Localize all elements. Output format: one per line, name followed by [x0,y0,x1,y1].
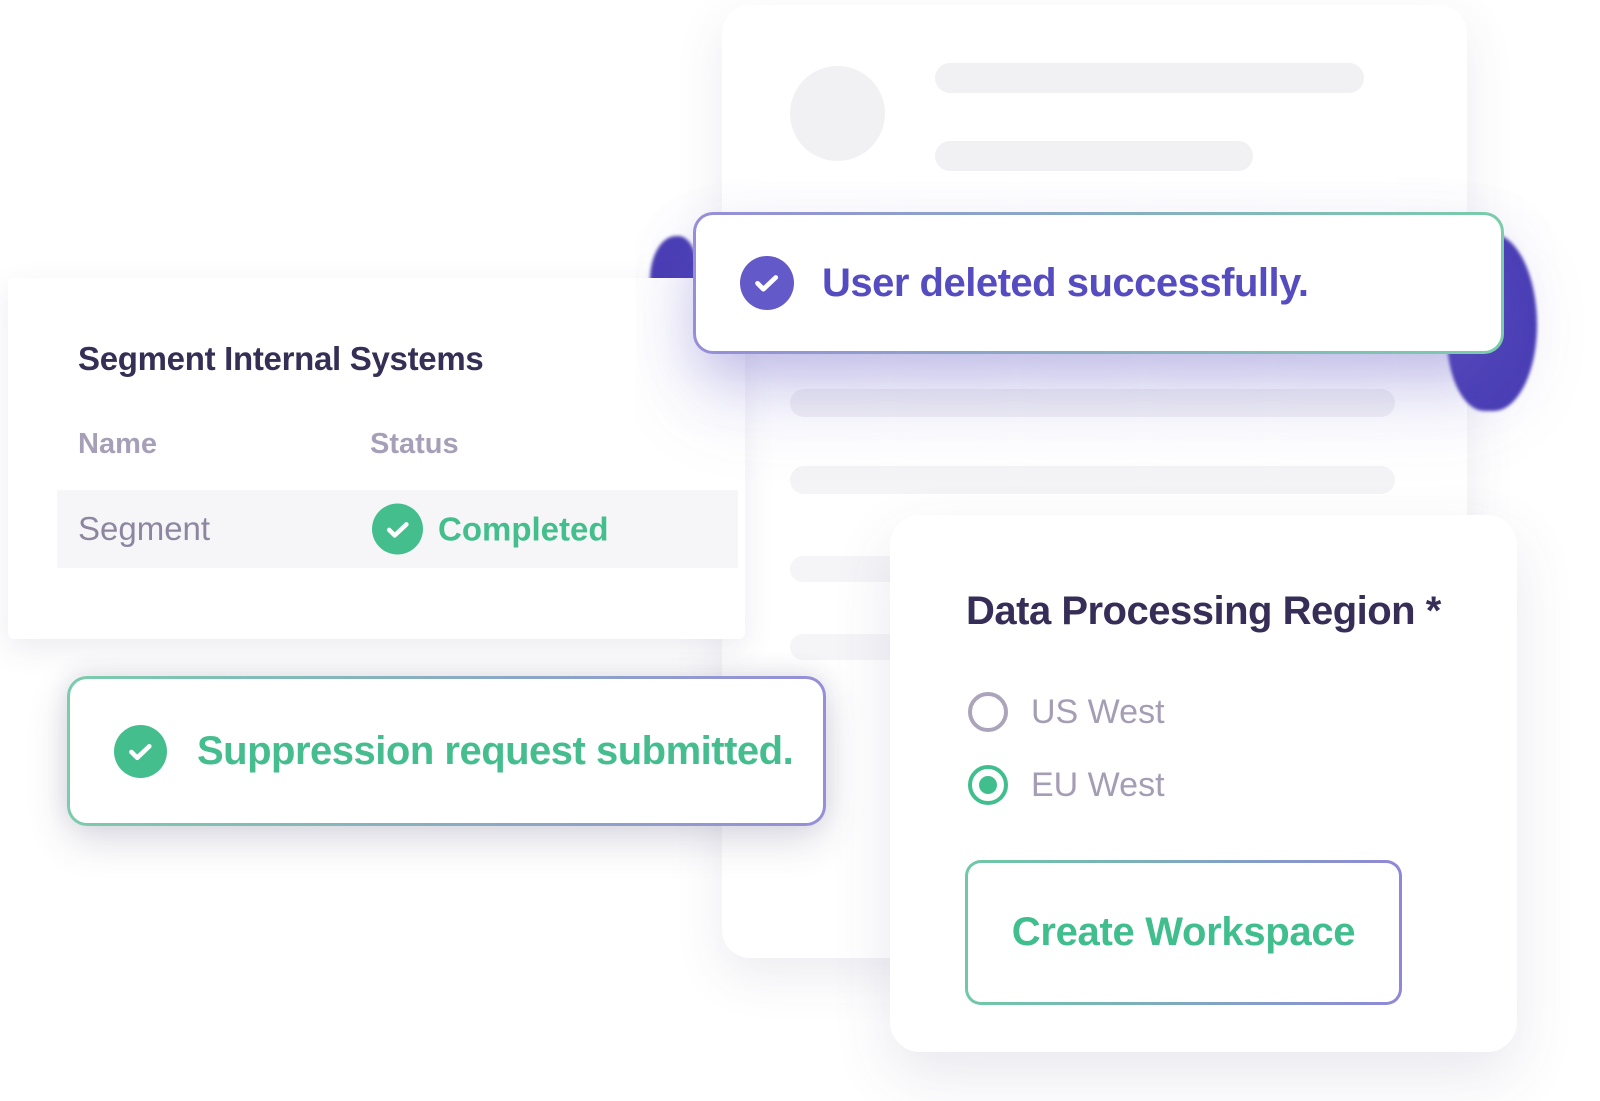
skeleton-bar [935,63,1364,93]
radio-unselected-icon[interactable] [968,692,1008,732]
card-title: Segment Internal Systems [78,340,484,377]
column-header-name: Name [78,428,157,460]
avatar [790,66,885,161]
check-icon [114,724,167,778]
status-label: Completed [438,510,609,547]
form-title: Data Processing Region * [966,589,1441,633]
workspace-form-card: Data Processing Region * US West EU West… [890,515,1517,1052]
radio-option-us-west[interactable]: US West [968,689,1165,735]
radio-option-eu-west[interactable]: EU West [968,762,1165,808]
radio-selected-icon[interactable] [968,765,1008,805]
radio-label: US West [1031,692,1165,731]
status-badge: Completed [372,503,609,555]
create-workspace-button[interactable]: Create Workspace [965,860,1402,1005]
check-icon [740,256,794,310]
toast-suppression: Suppression request submitted. [67,676,826,826]
toast-message: User deleted successfully. [822,260,1309,305]
skeleton-bar [790,466,1395,494]
row-name-cell: Segment [78,510,211,547]
table-row: Segment Completed [57,490,738,568]
column-header-status: Status [370,428,459,460]
radio-label: EU West [1031,765,1165,804]
create-workspace-label: Create Workspace [1011,910,1356,954]
check-icon [372,503,423,555]
toast-user-deleted: User deleted successfully. [693,212,1504,354]
systems-table-card: Segment Internal Systems Name Status Seg… [8,278,745,639]
toast-message: Suppression request submitted. [197,728,794,773]
skeleton-bar [935,141,1253,171]
skeleton-bar [790,389,1395,417]
